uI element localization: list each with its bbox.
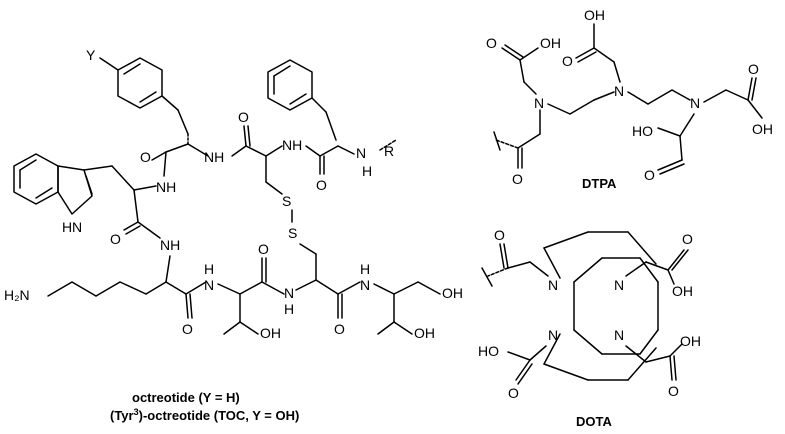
h-label-6: H [204, 261, 214, 277]
oh-label-2: OH [442, 285, 463, 301]
dtpa-o-label-2: O [512, 171, 523, 187]
o-label-5: O [182, 321, 193, 337]
dota-structure: N N N N O O OH O HO O OH DOTA [478, 227, 701, 429]
octreotide-caption-1: octreotide (Y = H) [132, 390, 240, 405]
dtpa-o-label-4: O [748, 61, 759, 77]
dota-n-label-3: N [548, 327, 558, 343]
o-label-2: O [316, 177, 327, 193]
o-label-6: O [258, 241, 269, 257]
dota-n-label-4: N [614, 327, 624, 343]
oh-label-1: OH [260, 325, 281, 341]
phe-aromatic-ring [267, 59, 337, 141]
dota-n-label-1: N [548, 277, 558, 293]
dota-caption: DOTA [576, 414, 612, 429]
tyr-aromatic-ring [99, 57, 189, 135]
dtpa-oh-label-3: OH [752, 121, 773, 137]
nh-label-3: NH [156, 179, 176, 195]
h2n-label: H₂N [4, 287, 30, 303]
h-label-r: H [362, 163, 372, 179]
indole-nh-label: H [62, 219, 72, 235]
n-label-7: N [284, 285, 294, 301]
dtpa-caption: DTPA [582, 176, 617, 191]
dota-n-label-2: N [614, 277, 624, 293]
dtpa-o-label-1: O [486, 35, 497, 51]
h-label-8: H [360, 261, 370, 277]
dtpa-n-label-2: N [614, 83, 624, 99]
n-label-8: N [360, 277, 370, 293]
o-label-3: O [140, 149, 151, 165]
indole-n-label: N [72, 219, 82, 235]
dtpa-o-label-3: O [562, 53, 573, 69]
octreotide-structure: Y NH O NH O [4, 47, 463, 423]
s-label-1: S [282, 193, 291, 209]
dtpa-structure: O OH N O N O OH N O [486, 7, 773, 191]
dota-ho-label: HO [478, 343, 499, 359]
dota-o-label-3: O [508, 385, 519, 401]
dota-o-label-4: O [668, 383, 679, 399]
s-label-2: S [288, 225, 297, 241]
top-backbone [165, 125, 397, 175]
o-label-1: O [238, 109, 249, 125]
dtpa-ho-label: HO [632, 123, 653, 139]
dtpa-o-label-5: O [644, 167, 655, 183]
r-substituent-label: R [384, 143, 394, 159]
o-label-7: O [334, 321, 345, 337]
dota-oh-label-1: OH [672, 283, 693, 299]
nh-label-4: NH [160, 237, 180, 253]
h-label-7: H [284, 301, 294, 317]
dota-o-label-1: O [494, 227, 505, 243]
y-substituent-label: Y [86, 47, 96, 63]
n-label-r: N [356, 145, 366, 161]
dtpa-oh-label-2: OH [584, 7, 605, 23]
nh-label-2: NH [282, 137, 302, 153]
dota-o-label-2: O [682, 231, 693, 247]
dtpa-oh-label-1: OH [540, 35, 561, 51]
oh-label-3: OH [414, 325, 435, 341]
nh-label-1: NH [204, 149, 224, 165]
o-label-4: O [110, 231, 121, 247]
dtpa-n-label-3: N [690, 95, 700, 111]
dota-oh-label-2: OH [680, 333, 701, 349]
octreotide-caption-2: (Tyr3)-octreotide (TOC, Y = OH) [110, 407, 299, 423]
indole-ring [13, 153, 135, 215]
dtpa-n-label-1: N [534, 95, 544, 111]
n-label-6: N [204, 277, 214, 293]
